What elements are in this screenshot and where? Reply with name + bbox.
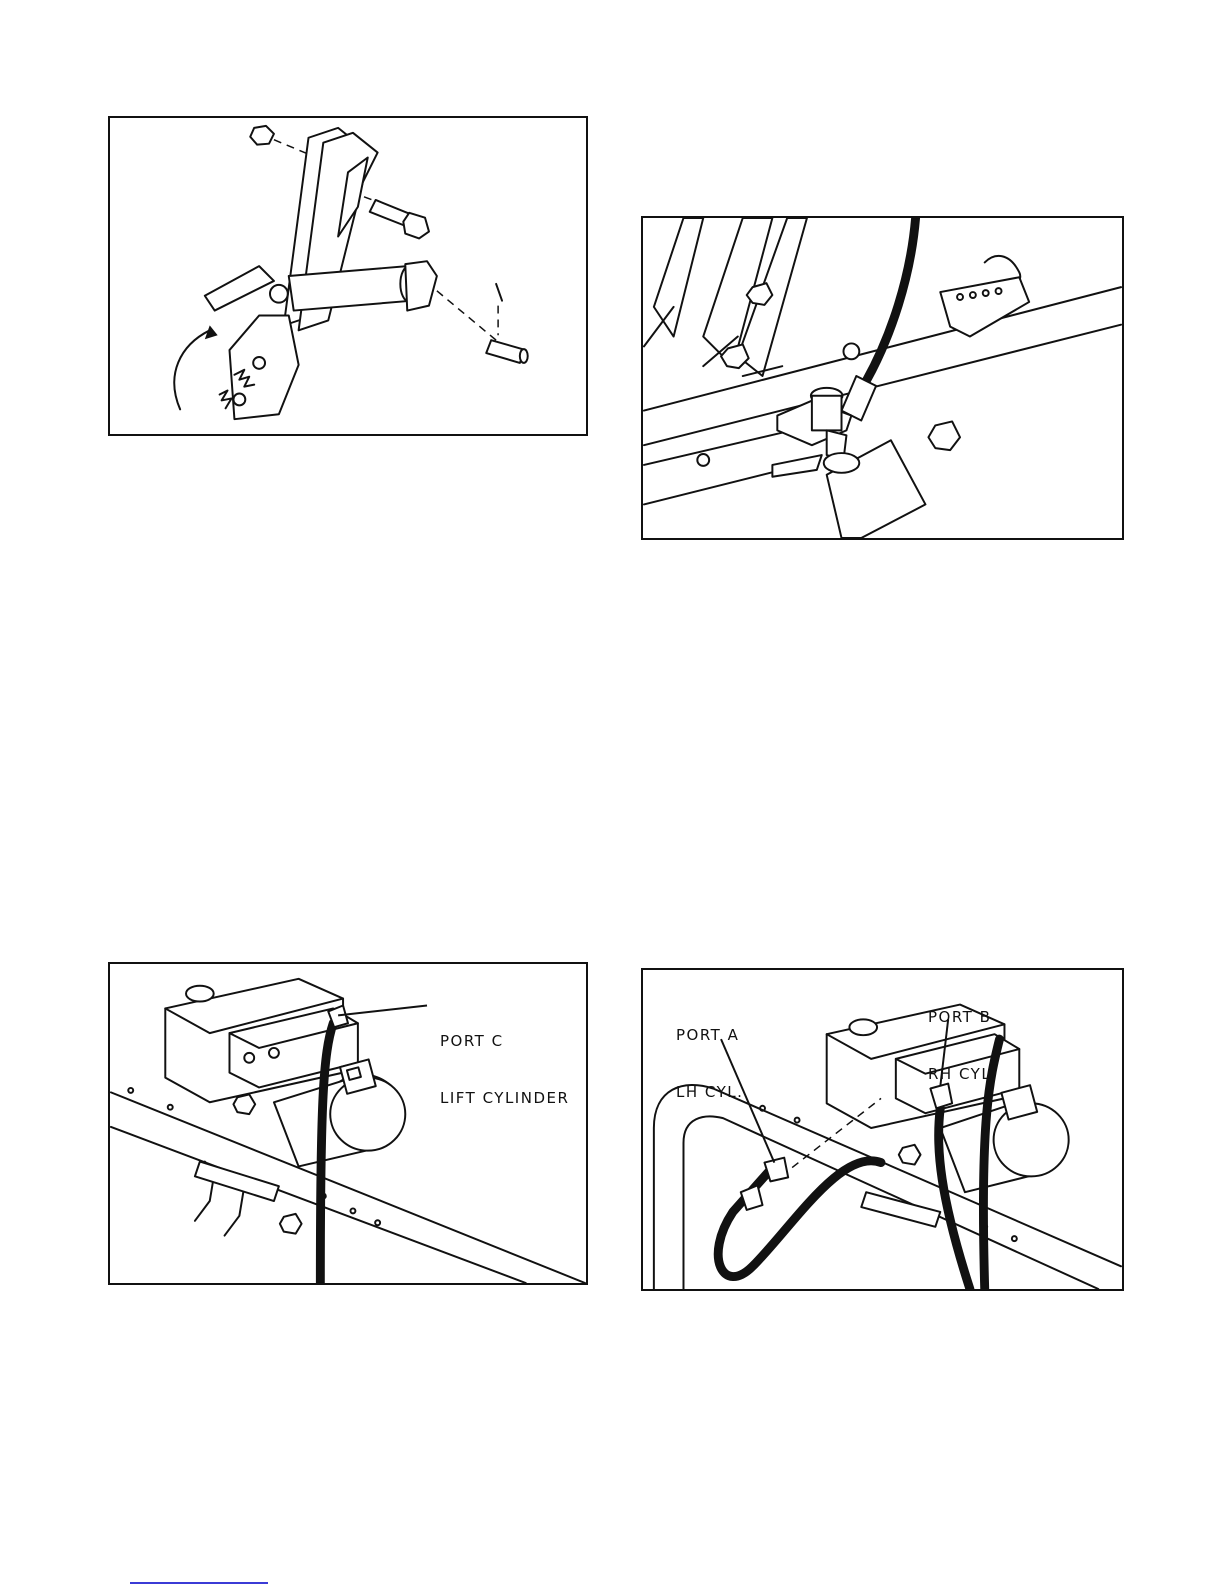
callout-port-a-line2: LH CYL. [676, 1083, 743, 1102]
figure-pump-ports-a-b: PORT A LH CYL. PORT B RH CYL. [641, 968, 1124, 1291]
callout-port-a: PORT A LH CYL. [676, 988, 743, 1140]
callout-port-a-line1: PORT A [676, 1026, 743, 1045]
cylinder-hose-illustration [643, 218, 1122, 538]
footer-link-underline[interactable] [130, 1582, 268, 1584]
figure-cylinder-hose [641, 216, 1124, 540]
callout-port-c: PORT C LIFT CYLINDER [440, 994, 569, 1146]
callout-port-b-line2: RH CYL. [928, 1065, 997, 1084]
figure-pump-port-c: PORT C LIFT CYLINDER [108, 962, 588, 1285]
callout-port-c-line2: LIFT CYLINDER [440, 1089, 569, 1108]
callout-port-b-line1: PORT B [928, 1008, 997, 1027]
latch-linkage-illustration [110, 118, 586, 434]
figure-latch-linkage [108, 116, 588, 436]
callout-port-c-line1: PORT C [440, 1032, 569, 1051]
callout-port-b: PORT B RH CYL. [928, 970, 997, 1122]
